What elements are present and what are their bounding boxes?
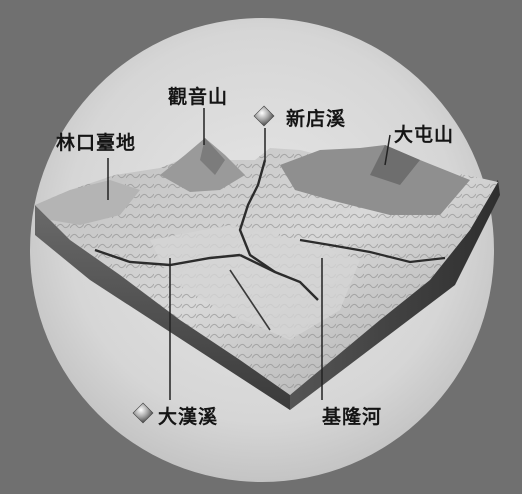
datun-mountain-shape	[280, 145, 470, 215]
xindian-diamond-orb-icon	[253, 105, 275, 127]
keelung-river-path	[299, 238, 446, 264]
taipei-basin-shape	[150, 225, 360, 340]
dahan-diamond-orb-icon	[132, 402, 154, 424]
datun-mountain-label: 大屯山	[394, 124, 455, 146]
keelung-river-label: 基隆河	[322, 406, 383, 428]
xindian-river-label: 新店溪	[286, 108, 347, 130]
linkou-plateau-shape	[35, 180, 140, 225]
xindian-river-path	[238, 159, 319, 301]
linkou-plateau-label: 林口臺地	[56, 132, 137, 154]
guanyin-mountain-shape	[160, 138, 245, 192]
tamsui-river-path	[239, 253, 276, 274]
datun-mountain-shadow	[370, 145, 420, 185]
dahan-river-label: 大漢溪	[158, 406, 219, 428]
guanyin-mountain-shadow	[200, 138, 225, 175]
datun-leader-line	[384, 134, 391, 166]
tributary-path	[229, 269, 271, 331]
guanyin-mountain-label: 觀音山	[168, 86, 229, 108]
